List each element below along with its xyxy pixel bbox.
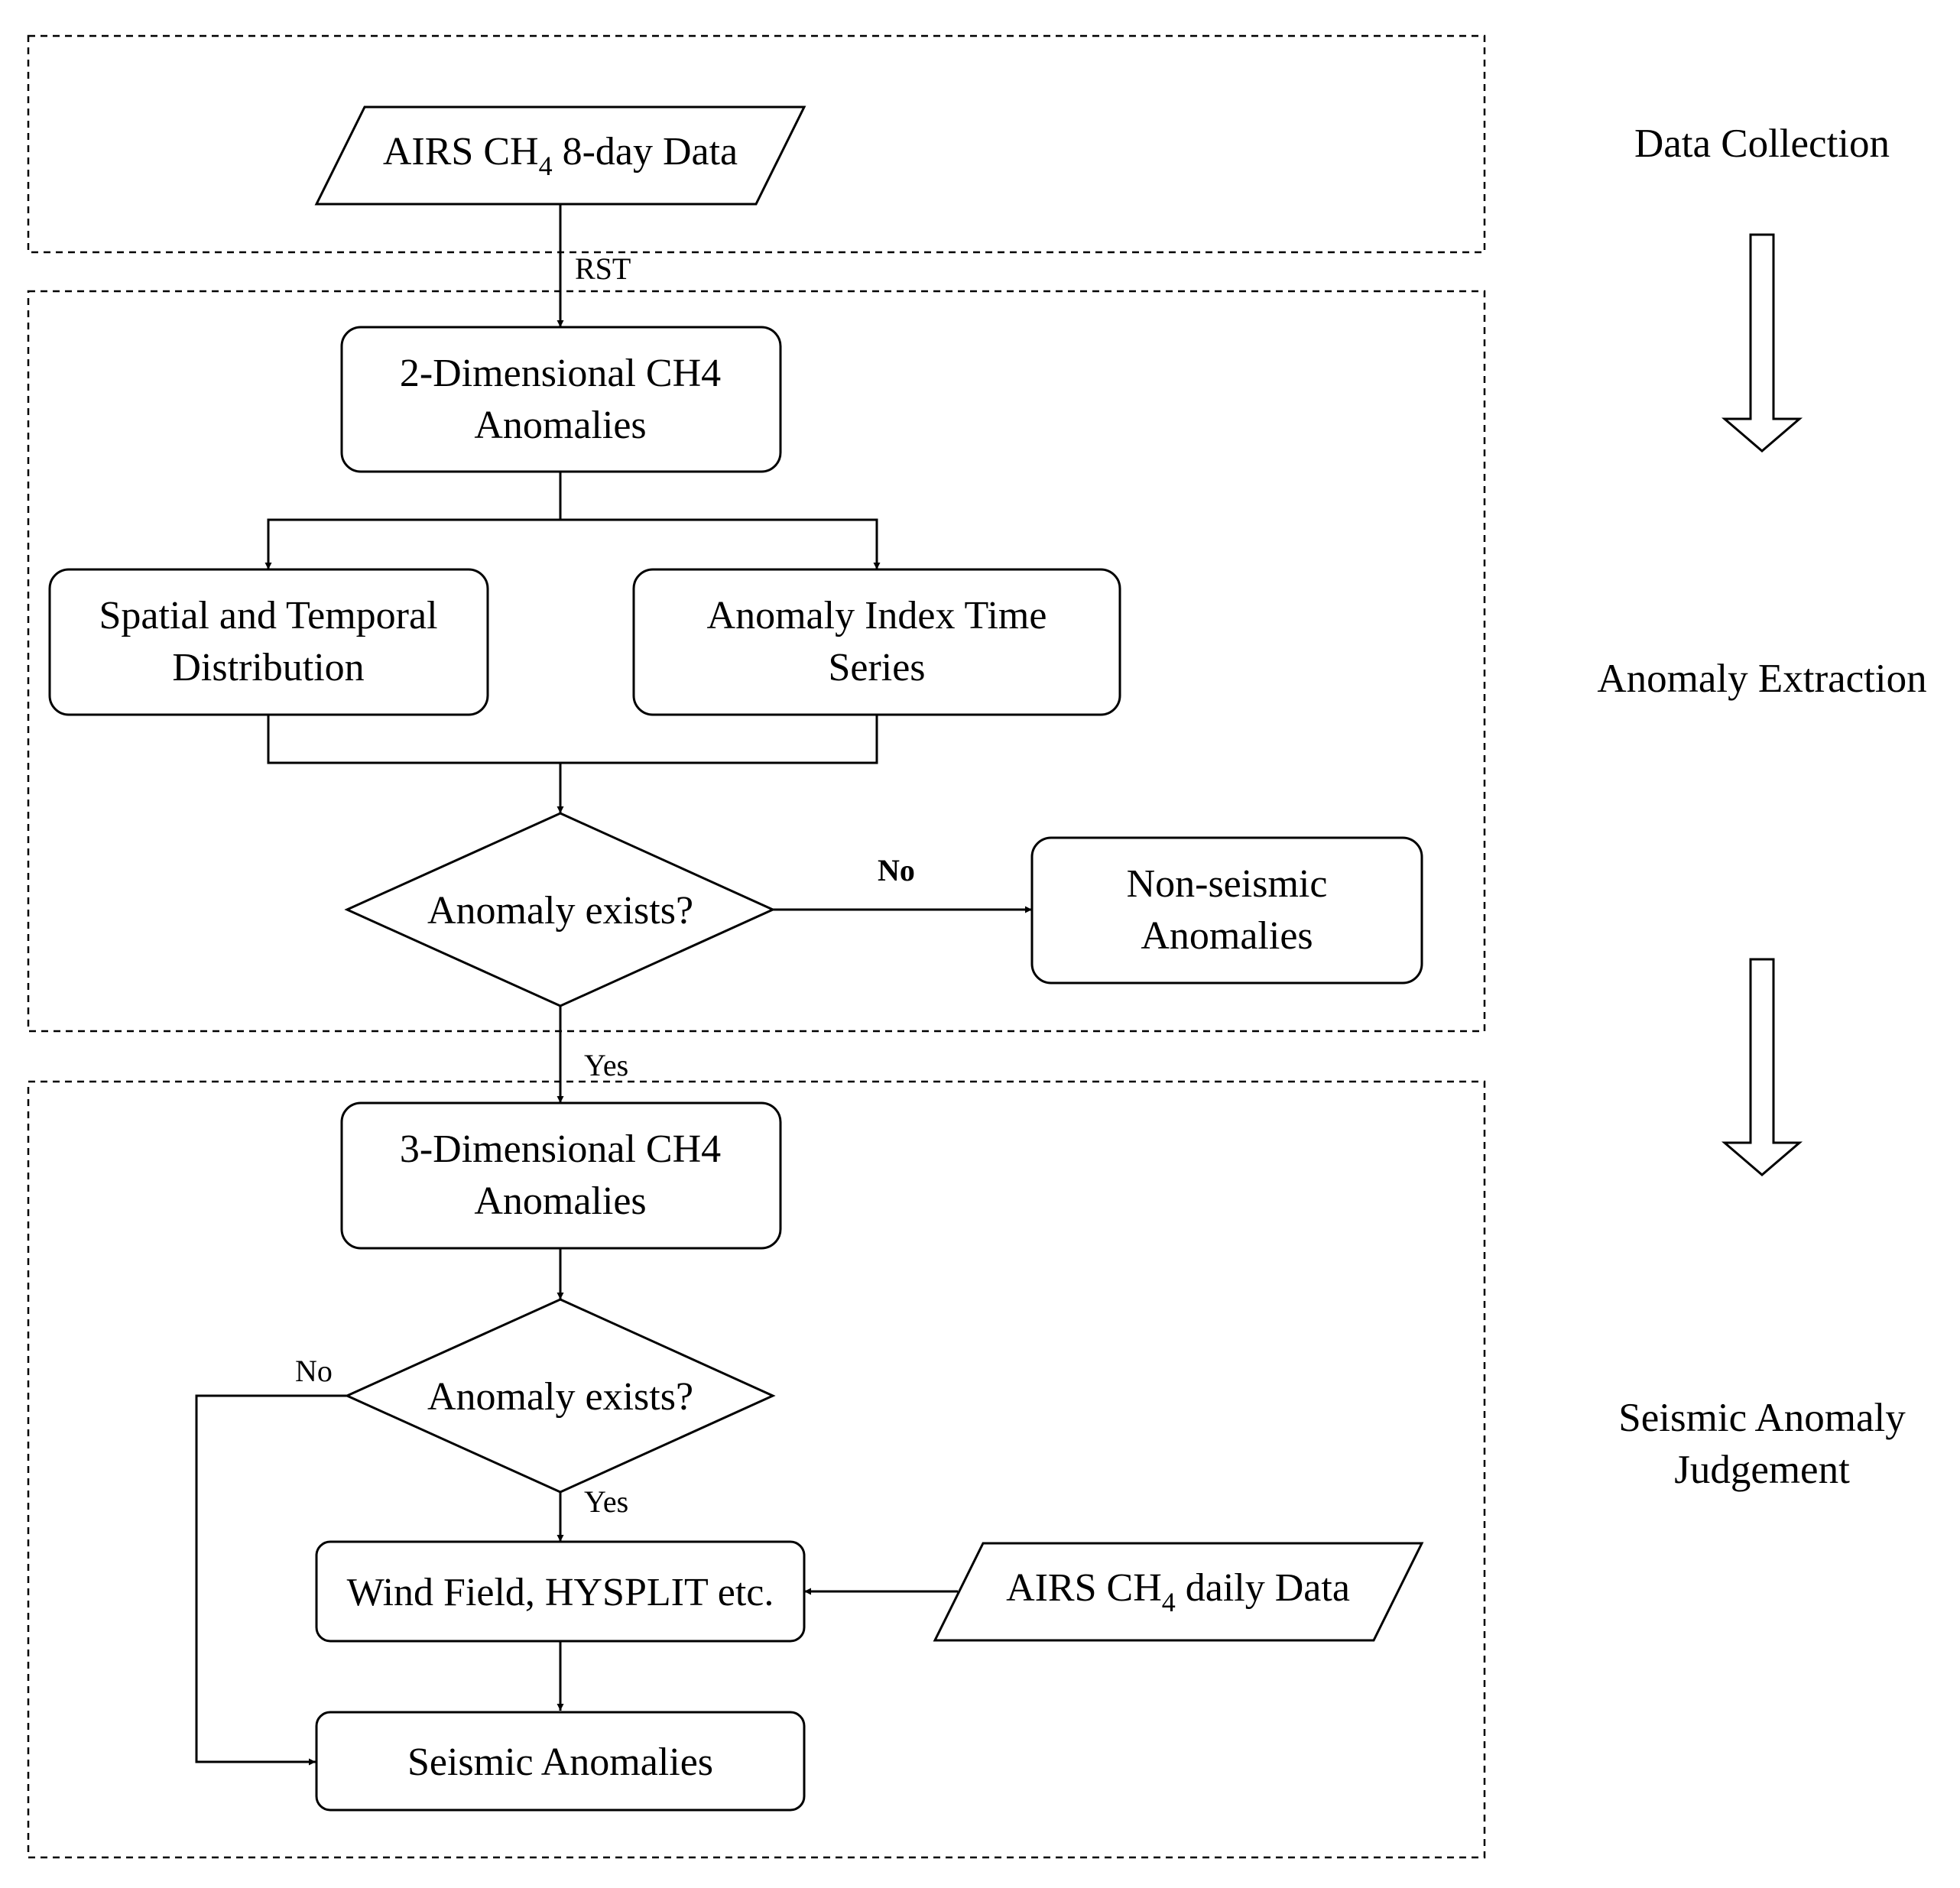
node-decision-anomaly-exists-2: Anomaly exists? bbox=[344, 1298, 776, 1494]
stage-label-data-collection: Data Collection bbox=[1634, 122, 1890, 166]
node-non-seismic-anomalies: Non-seismic Anomalies bbox=[1030, 836, 1423, 985]
node-wind-field-hysplit: Wind Field, HYSPLIT etc. bbox=[315, 1540, 806, 1643]
node-2d-ch4-anomalies: 2-Dimensional CH4 Anomalies bbox=[340, 326, 782, 473]
svg-text:Anomalies: Anomalies bbox=[474, 404, 646, 447]
edge-label-no2: No bbox=[295, 1354, 333, 1388]
edge-anom2d-to-indexts bbox=[560, 518, 881, 569]
node-3d-ch4-anomalies: 3-Dimensional CH4 Anomalies bbox=[340, 1101, 782, 1250]
svg-text:AIRS CH4 daily Data: AIRS CH4 daily Data bbox=[1006, 1566, 1350, 1617]
anomaly-extraction-frame bbox=[27, 290, 1486, 1033]
node-spatial-temporal-distribution: Spatial and Temporal Distribution bbox=[48, 568, 489, 716]
stage-label-seismic-judgement-line2: Judgement bbox=[1674, 1448, 1850, 1492]
edge-merge-to-decision1 bbox=[267, 715, 878, 764]
node-anomaly-index-time-series: Anomaly Index Time Series bbox=[632, 568, 1121, 716]
seismic-judgement-frame bbox=[27, 1080, 1486, 1859]
svg-text:Anomalies: Anomalies bbox=[474, 1179, 646, 1223]
svg-text:Distribution: Distribution bbox=[172, 646, 364, 689]
svg-text:Non-seismic: Non-seismic bbox=[1127, 862, 1328, 906]
svg-text:3-Dimensional CH4: 3-Dimensional CH4 bbox=[400, 1127, 721, 1171]
node-airs-daily-data: AIRS CH4 daily Data bbox=[933, 1542, 1424, 1642]
svg-text:Seismic Anomalies: Seismic Anomalies bbox=[407, 1740, 713, 1784]
svg-text:Wind Field, HYSPLIT etc.: Wind Field, HYSPLIT etc. bbox=[347, 1571, 774, 1614]
edge-label-no1: No bbox=[878, 853, 915, 887]
node-decision-anomaly-exists-1: Anomaly exists? bbox=[344, 812, 776, 1007]
stage-arrow-1 bbox=[1721, 233, 1803, 453]
svg-text:Anomalies: Anomalies bbox=[1141, 914, 1313, 958]
edge-decision2-no bbox=[195, 1394, 347, 1766]
edge-label-yes1: Yes bbox=[584, 1048, 628, 1082]
stage-label-seismic-judgement-line1: Seismic Anomaly bbox=[1618, 1396, 1906, 1440]
svg-text:Anomaly exists?: Anomaly exists? bbox=[427, 889, 693, 933]
svg-text:2-Dimensional CH4: 2-Dimensional CH4 bbox=[400, 352, 721, 395]
svg-text:Series: Series bbox=[828, 646, 925, 689]
svg-text:AIRS CH4 8-day Data: AIRS CH4 8-day Data bbox=[383, 130, 738, 181]
svg-text:Anomaly exists?: Anomaly exists? bbox=[427, 1375, 693, 1419]
stage-label-anomaly-extraction: Anomaly Extraction bbox=[1597, 657, 1926, 701]
svg-text:Spatial and Temporal: Spatial and Temporal bbox=[99, 594, 437, 637]
edge-anom2d-to-spatial bbox=[264, 472, 562, 569]
svg-text:Anomaly Index Time: Anomaly Index Time bbox=[707, 594, 1047, 637]
node-airs-8day-data: AIRS CH4 8-day Data bbox=[314, 105, 806, 206]
data-collection-frame bbox=[27, 34, 1486, 254]
edge-label-yes2: Yes bbox=[584, 1484, 628, 1519]
stage-arrow-2 bbox=[1721, 958, 1803, 1176]
node-seismic-anomalies: Seismic Anomalies bbox=[315, 1711, 806, 1812]
edge-label-rst: RST bbox=[575, 251, 631, 286]
